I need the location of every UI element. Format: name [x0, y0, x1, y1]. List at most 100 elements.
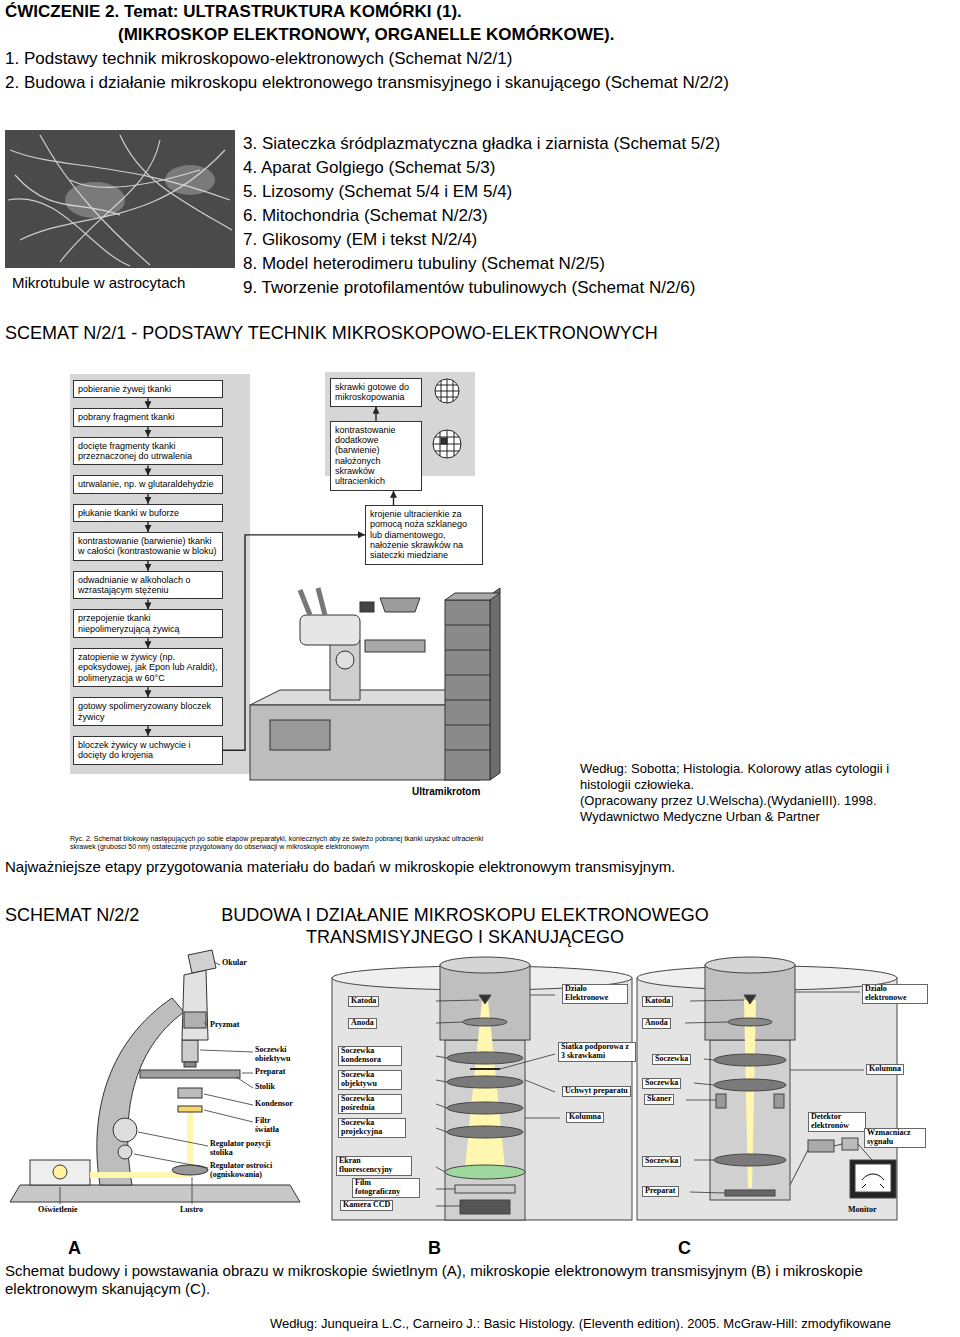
light-microscope-drawing: [236, 1077, 253, 1088]
tem-drawing: [436, 1128, 447, 1132]
light-microscope-drawing: [134, 1154, 208, 1168]
process-box: zatopienie w żywicy (np. epoksydowej, ja…: [73, 648, 223, 687]
grid-icon: [433, 430, 461, 458]
microtubule-photo: [70, 170, 200, 187]
sem-drawing: [690, 1000, 744, 1001]
part-name: Wzmacniacz sygnału: [864, 1128, 926, 1148]
sem-drawing: [694, 1160, 714, 1161]
part-name: Stolik: [255, 1083, 275, 1092]
step-text: skrawki gotowe do mikroskopowania: [335, 382, 417, 403]
topic-item: 3. Siateczka śródplazmatyczna gładka i z…: [243, 134, 953, 154]
source-note: Wydawnictwo Medyczne Urban & Partner: [580, 809, 930, 825]
process-box: płukanie tkanki w buforze: [73, 504, 223, 522]
flow-arrow: [147, 465, 148, 475]
topic-item: 2. Budowa i działanie mikroskopu elektro…: [5, 73, 835, 93]
ultramicrotome-drawing: [445, 625, 490, 626]
process-box: kontrastowanie dodatkowe (barwienie) nał…: [330, 421, 422, 491]
tem-drawing: [332, 957, 632, 1220]
part-name: Kolumna: [566, 1112, 604, 1123]
topic-item: 8. Model heterodimeru tubuliny (Schemat …: [243, 254, 953, 274]
sem-drawing: [834, 1144, 842, 1146]
part-name: Uchwyt preparatu: [562, 1086, 631, 1097]
tem-drawing: [436, 1167, 445, 1172]
ultramicrotome-drawing: [336, 651, 354, 669]
sem-drawing: [790, 1150, 808, 1185]
part-name: Siatka podporowa z 3 skrawkami: [558, 1042, 636, 1062]
tem-drawing: [463, 1018, 507, 1026]
step-text: przepojenie tkanki niepolimeryzującą żyw…: [78, 613, 218, 634]
part-name: Oświetlenie: [38, 1206, 78, 1215]
step-text: docięte fragmenty tkanki przeznaczonej d…: [78, 441, 218, 462]
sem-drawing: [686, 1100, 716, 1101]
light-microscope-drawing: [204, 1094, 253, 1105]
tem-drawing: [479, 995, 491, 1004]
grid-icon: [437, 397, 458, 398]
tem-drawing: [436, 1080, 447, 1082]
sem-drawing: [744, 995, 756, 1004]
panel-letter: A: [68, 1238, 98, 1260]
process-box: gotowy spolimeryzowany bloczek żywicy: [73, 697, 223, 726]
sem-drawing: [690, 1192, 725, 1193]
part-name: Filtr światła: [255, 1117, 287, 1135]
sem-drawing: [714, 1154, 786, 1166]
process-box: odwadnianie w alkoholach o wzrastającym …: [73, 571, 223, 600]
sem-drawing: [725, 1190, 775, 1196]
topic-item: 6. Mitochondria (Schemat N/2/3): [243, 206, 953, 226]
tem-drawing: [436, 1206, 460, 1207]
tem-drawing: [530, 995, 555, 996]
microtubule-photo: [40, 135, 150, 265]
flow-arrow: [147, 638, 148, 648]
process-box: kontrastowanie (barwienie) tkanki w cało…: [73, 532, 223, 561]
microtubule-photo: [120, 135, 232, 230]
sem-drawing: [694, 1083, 714, 1085]
light-microscope-drawing: [188, 950, 216, 973]
grid-icon: [435, 451, 460, 452]
part-name: Soczewka: [642, 1156, 681, 1167]
part-name: Kondensor: [255, 1100, 293, 1109]
grid-icon: [441, 438, 447, 444]
source-note: (Opracowany przez U.Welscha).(WydanieIII…: [580, 793, 930, 809]
microtubule-photo: [5, 130, 235, 268]
ultramicrotome-drawing: [318, 588, 325, 615]
part-name: Działo Elektronowe: [562, 984, 628, 1004]
tem-drawing: [447, 1126, 523, 1138]
light-microscope-drawing: [184, 1012, 206, 1028]
tem-drawing: [436, 1104, 447, 1108]
sem-drawing: [716, 1094, 726, 1108]
part-name: Ultramikrotom: [412, 786, 492, 798]
flow-arrow: [393, 491, 394, 505]
step-text: pobieranie żywej tkanki: [78, 384, 218, 394]
step-text: pobrany fragment tkanki: [78, 412, 218, 422]
source-note: Według: Sobotta; Histologia. Kolorowy at…: [580, 761, 930, 792]
part-name: Soczewka: [652, 1054, 691, 1065]
flow-arrow: [147, 726, 148, 736]
ultramicrotome-drawing: [445, 650, 490, 651]
sem-drawing: [728, 1018, 772, 1026]
part-name: Kolumna: [866, 1064, 904, 1075]
light-microscope-drawing: [200, 1050, 253, 1052]
topic-item: 4. Aparat Golgiego (Schemat 5/3): [243, 158, 953, 178]
step-text: gotowy spolimeryzowany bloczek żywicy: [78, 701, 218, 722]
ultramicrotome-drawing: [445, 750, 490, 751]
ultramicrotome-drawing: [300, 615, 360, 645]
flow-arrow: [147, 522, 148, 532]
tem-drawing: [460, 1200, 510, 1214]
topic-item: 1. Podstawy technik mikroskopowo-elektro…: [5, 49, 905, 69]
microtubule-photo: [8, 135, 232, 266]
light-microscope-drawing: [30, 1160, 90, 1185]
step-text: krojenie ultracienkie za pomocą noża szk…: [370, 509, 478, 561]
step-text: utrwalanie, np. w glutaraldehydzie: [78, 479, 218, 489]
light-microscope-drawing: [178, 1088, 202, 1098]
ultramicrotome-drawing: [365, 640, 425, 652]
flow-arrow: [223, 535, 365, 750]
figure-caption: Schemat budowy i powstawania obrazu w mi…: [5, 1262, 955, 1298]
light-microscope-drawing: [10, 1185, 300, 1202]
ultramicrotome-drawing: [445, 675, 490, 676]
flow-arrow: [147, 561, 148, 571]
light-microscope-drawing: [53, 1165, 67, 1179]
tem-drawing: [525, 1118, 560, 1119]
process-box: pobieranie żywej tkanki: [73, 380, 223, 398]
topic-item: 7. Glikosomy (EM i tekst N/2/4): [243, 230, 953, 250]
ultramicrotome-drawing: [360, 602, 374, 612]
tem-drawing: [332, 978, 632, 1220]
